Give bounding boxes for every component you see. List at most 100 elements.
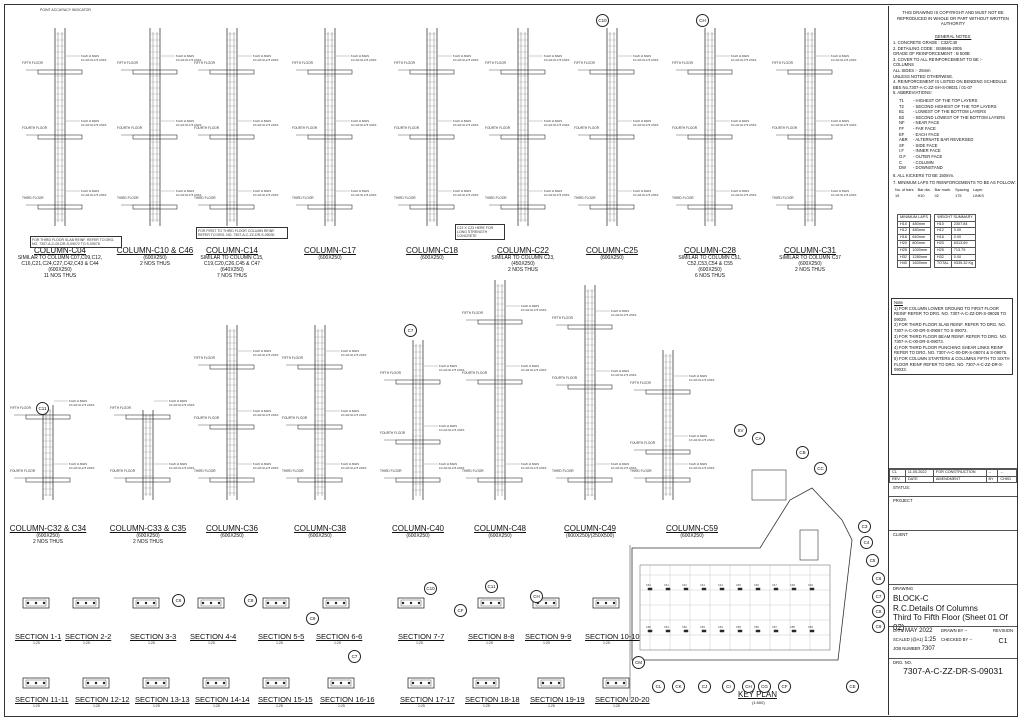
section-label: SECTION 9-9 — [525, 632, 572, 641]
abbr-key: DW — [899, 165, 906, 171]
col-r1-6-slab-2 — [589, 204, 635, 210]
table-cell: H25 — [933, 246, 952, 255]
bar-legend-cell: H10 — [917, 193, 925, 198]
abbreviation: B1- LOWEST OF THE BOTTOM LAYERS — [889, 109, 1017, 115]
col-r1-2-link-note-1: 16 H10 02-175 LINKS — [253, 123, 279, 127]
abbr-value: - INNER FACE — [913, 148, 941, 154]
job-label: JOB NUMBER — [893, 646, 921, 651]
general-note: COLUMNS — [893, 62, 914, 68]
col-r1-0-slab-2 — [37, 204, 83, 210]
col-r2-4-level-2: THIRD FLOOR — [380, 469, 402, 473]
col-r1-4-level-1: FOURTH FLOOR — [394, 126, 420, 130]
col-r1-4-bar-note-0: 8 H20 11 BARS — [453, 54, 471, 58]
col-r1-1-link-note-1: 16 H10 02-175 LINKS — [176, 123, 202, 127]
section-bar — [476, 681, 480, 685]
col-r2-3-slab-1 — [297, 424, 343, 430]
key-plan-col-label-C53: C53 — [700, 625, 705, 629]
col-r1-3-link-note-1: 16 H10 02-175 LINKS — [351, 123, 377, 127]
col-r2-6-link-note-2: 16 H10 02-175 LINKS — [611, 466, 637, 470]
section-bar — [266, 681, 270, 685]
key-plan-col-C57 — [773, 629, 779, 633]
table-cell: 1000mm — [909, 246, 931, 255]
bar-legend-cell: Bar dia. — [917, 188, 931, 192]
col-r1-8-link-note-2: 16 H10 02-175 LINKS — [831, 193, 857, 197]
col-r1-7-link-note-2: 16 H10 02-175 LINKS — [731, 193, 757, 197]
section-11-link — [25, 679, 47, 687]
abbr-key: B2 — [899, 114, 905, 120]
col-r1-5-level-1: FOURTH FLOOR — [485, 126, 511, 130]
section-scale: 1:25 — [334, 641, 341, 645]
note-heading: Note — [894, 300, 903, 305]
col-r1-1-level-0: FIFTH FLOOR — [117, 61, 139, 65]
table-cell: H20 — [933, 240, 952, 248]
col-r1-6-bar-note-2: 8 H20 11 BARS — [633, 189, 651, 193]
col-r1-5-level-0: FIFTH FLOOR — [485, 61, 507, 65]
section-scale: 1:25 — [603, 641, 610, 645]
section-label: SECTION 7-7 — [398, 632, 445, 641]
col-r1-7-bar-note-0: 8 H20 11 BARS — [731, 54, 749, 58]
col-r2-7-link-note-1: 16 H10 02-175 LINKS — [689, 438, 715, 442]
section-bar — [152, 601, 156, 605]
grid-bubble-ci: CI — [722, 680, 735, 693]
section-2-outline — [72, 597, 100, 609]
abbr-value: - SECOND LOWEST OF THE BOTTOM LAYERS — [913, 114, 1006, 120]
col-r2-0-slab-1 — [25, 477, 71, 483]
col-r1-7-level-1: FOURTH FLOOR — [672, 126, 698, 130]
col-r1-4-level-0: FIFTH FLOOR — [394, 61, 416, 65]
column-subtitle: C16,C21,C24,C27,C42,C43 & C44 — [21, 261, 99, 267]
section-bar — [614, 681, 618, 685]
bar-legend-cell: Layer. — [972, 188, 984, 192]
checked-label: CHECKED BY — [941, 637, 969, 642]
grid-bubble-ch: CH — [696, 14, 709, 27]
col-r2-7-bar-note-2: 8 H20 11 BARS — [689, 462, 707, 466]
section-label: SECTION 3-3 — [130, 632, 177, 641]
abbr-value: - SECOND HIGHEST OF THE TOP LAYERS — [913, 103, 997, 109]
col-r1-1-slab-2 — [132, 204, 178, 210]
section-label: SECTION 11-11 — [15, 695, 69, 704]
section-bar — [26, 681, 30, 685]
grid-bubble-cf: CF — [454, 604, 467, 617]
section-16-outline — [327, 677, 355, 689]
col-r2-5-slab-2 — [477, 477, 523, 483]
table-header: WEIGHT SUMMARY — [933, 214, 977, 222]
column-subtitle: 2 NOS THUS — [133, 539, 163, 545]
col-r2-5-bar-note-0: 8 H20 11 BARS — [521, 304, 539, 308]
col-r2-2-level-1: FOURTH FLOOR — [194, 416, 220, 420]
column-subtitle: SIMILAR TO COLUMN C23, — [491, 255, 555, 261]
col-r2-5-level-1: FOURTH FLOOR — [462, 371, 488, 375]
column-title-block: COLUMN-C36(600X250) — [172, 524, 292, 539]
key-plan-col-label-C58: C58 — [790, 625, 795, 629]
table-cell: H12 — [933, 227, 952, 235]
status-label: STATUS: — [893, 485, 911, 490]
key-plan-col-C41 — [665, 587, 671, 591]
col-r2-6-link-note-1: 16 H10 02-175 LINKS — [611, 373, 637, 377]
col-r1-1-slab-1 — [132, 134, 178, 140]
key-plan-col-label-C50: C50 — [646, 625, 651, 629]
section-12-outline — [82, 677, 110, 689]
column-title-block: COLUMN-C38(600X250) — [260, 524, 380, 539]
column-subtitle: (600X250) — [698, 267, 722, 273]
col-r2-2-link-note-1: 16 H10 02-175 LINKS — [253, 413, 279, 417]
note-first-to-third: FOR FIRST TO THIRD FLOOR COLUMN REINF. R… — [196, 227, 288, 239]
col-r1-2-level-1: FOURTH FLOOR — [194, 126, 220, 130]
section-scale: 1:25 — [486, 641, 493, 645]
col-r2-7-bar-note-0: 8 H20 11 BARS — [689, 374, 707, 378]
grid-bubble-c9: C9 — [872, 620, 885, 633]
table-cell: H25 — [896, 246, 911, 255]
section-bar — [282, 601, 286, 605]
abbr-value: - COLUMN — [913, 159, 934, 165]
col-r2-1-slab-0 — [125, 414, 171, 420]
col-r2-5-link-note-0: 16 H10 02-175 LINKS — [521, 308, 547, 312]
abbreviation: I.F- INNER FACE — [889, 148, 1017, 154]
col-r1-2-link-note-2: 16 H10 02-175 LINKS — [253, 193, 279, 197]
revision-cell: FOR CONSTRUCTION — [932, 469, 987, 477]
section-bar — [339, 681, 343, 685]
section-bar — [34, 681, 38, 685]
col-r1-2-bar-note-2: 8 H20 11 BARS — [253, 189, 271, 193]
table-cell: 0.00 — [950, 233, 977, 242]
abbreviation: B2 - SECOND LOWEST OF THE BOTTOM LAYERS — [889, 115, 1017, 121]
column-subtitle: (600X250) — [220, 533, 244, 539]
col-r2-5-level-0: FIFTH FLOOR — [462, 311, 484, 315]
col-r2-2-link-note-0: 16 H10 02-175 LINKS — [253, 353, 279, 357]
